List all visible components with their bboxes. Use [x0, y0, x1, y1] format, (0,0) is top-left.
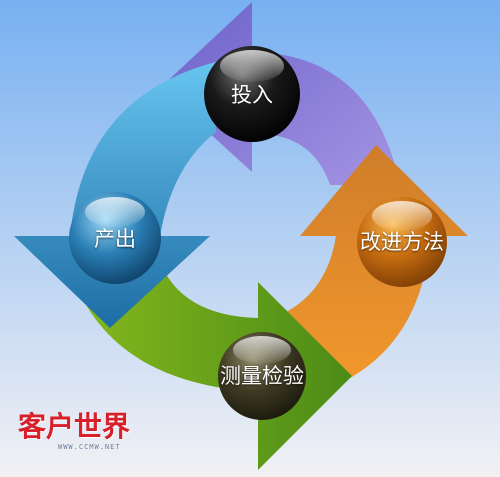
node-ball-measure: [218, 332, 306, 420]
node-label-measure: 测量检验: [220, 364, 304, 388]
node-label-improve: 改进方法: [360, 230, 444, 254]
node-ball-input: [204, 46, 300, 142]
node-ball-improve: [357, 197, 447, 287]
node-label-input: 投入: [231, 83, 273, 107]
node-label-output: 产出: [94, 227, 136, 251]
arrow-green: [68, 262, 352, 470]
logo-name: 客户世界: [18, 410, 131, 443]
node-ball-output: [69, 192, 161, 284]
logo-url: WWW.CCMW.NET: [58, 443, 121, 451]
logo: 客户世界 WWW.CCMW.NET: [18, 405, 130, 451]
